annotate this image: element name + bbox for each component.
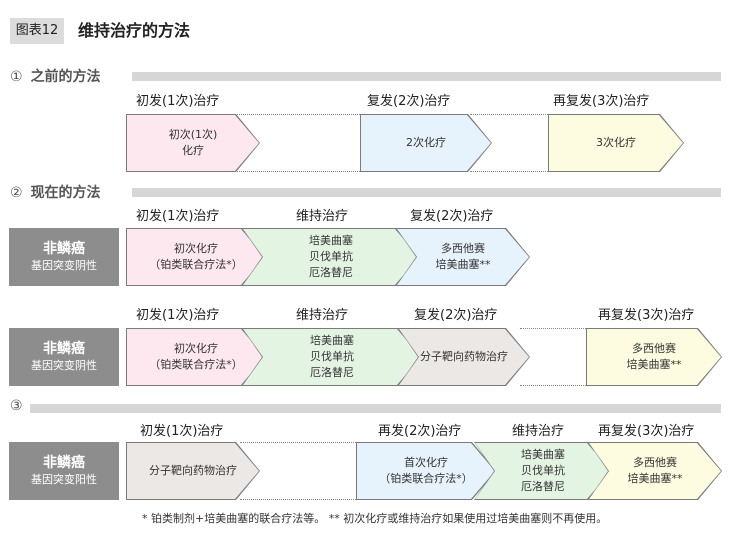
s2r2-side-label-main: 非鳞癌 — [43, 341, 85, 357]
section1-number: ① — [10, 69, 23, 85]
s2r2-phase-initial: 初发(1次)治疗 — [136, 308, 220, 323]
s2r1-box2-line1: 培美曲塞 — [309, 234, 353, 247]
s3-box-re-relapse: 多西他赛 培美曲塞** — [588, 442, 722, 500]
s3-box3-line2: 贝伐单抗 — [521, 464, 565, 477]
s3-box3-line3: 厄洛替尼 — [521, 480, 565, 493]
s2r2-box2-line3: 厄洛替尼 — [310, 366, 354, 379]
s2r2-side-label-sub: 基因突变阴性 — [31, 359, 97, 372]
s1-box-2nd-chemo: 2次化疗 — [360, 114, 492, 172]
s3-side-label: 非鳞癌 基因突变阳性 — [9, 442, 119, 500]
s2r2-box4-line1: 多西他赛 — [632, 342, 676, 355]
s2r2-box1-line1: 初次化疗 — [174, 342, 218, 355]
s2r2-box1-line2: （铂类联合疗法*） — [149, 358, 243, 371]
s1-box3-line1: 3次化疗 — [596, 136, 636, 149]
s2r1-box-maintenance: 培美曲塞 贝伐单抗 厄洛替尼 — [242, 228, 420, 286]
s3-phase-re-relapse: 再复发(3次)治疗 — [598, 424, 695, 439]
s1-dotted-connector-2 — [470, 114, 560, 172]
s3-box-targeted-therapy: 分子靶向药物治疗 — [126, 442, 260, 500]
figure-title: 维持治疗的方法 — [78, 21, 191, 40]
s2r2-box2-line2: 贝伐单抗 — [310, 350, 354, 363]
section2-bar — [132, 188, 721, 197]
section3-heading: ③ — [10, 398, 31, 414]
s1-box1-line1: 初次(1次) — [168, 128, 218, 141]
s2r1-box2-line3: 厄洛替尼 — [309, 266, 353, 279]
s2r1-box3-line1: 多西他赛 — [441, 242, 485, 255]
s3-phase-maintenance: 维持治疗 — [512, 424, 565, 439]
s2r2-box4-line2: 培美曲塞** — [626, 358, 682, 371]
s1-phase-initial: 初发(1次)治疗 — [136, 94, 220, 109]
s3-box2-line2: （铂类联合疗法*） — [379, 472, 473, 485]
section2-heading: ② 现在的方法 — [10, 182, 101, 202]
s2r1-box2-line2: 贝伐单抗 — [309, 250, 353, 263]
s2r2-phase-re-relapse: 再复发(3次)治疗 — [598, 308, 695, 323]
section1-heading: ① 之前的方法 — [10, 66, 101, 86]
s1-box2-line1: 2次化疗 — [406, 136, 446, 149]
figure-label: 图表12 — [10, 18, 64, 44]
s2r1-phase-maintenance: 维持治疗 — [296, 209, 349, 224]
s2r1-box-initial-chemo: 初次化疗 （铂类联合疗法*） — [126, 228, 266, 286]
s1-box1-line2: 化疗 — [182, 144, 204, 157]
s2r1-box1-line2: （铂类联合疗法*） — [149, 258, 243, 271]
s3-dotted-connector — [240, 442, 360, 500]
section1-title: 之前的方法 — [30, 69, 101, 85]
s1-phase-relapse: 复发(2次)治疗 — [367, 94, 451, 109]
s2r2-box2-line1: 培美曲塞 — [310, 334, 354, 347]
s2r1-side-label-sub: 基因突变阴性 — [31, 259, 97, 272]
s2r2-phase-maintenance: 维持治疗 — [296, 308, 349, 323]
s2r2-phase-relapse: 复发(2次)治疗 — [414, 308, 498, 323]
s3-side-label-main: 非鳞癌 — [43, 455, 85, 471]
s3-box-first-chemo: 首次化疗 （铂类联合疗法*） — [356, 442, 496, 500]
s2r2-box-maintenance: 培美曲塞 贝伐单抗 厄洛替尼 — [242, 328, 422, 386]
s2r2-box-re-relapse: 多西他赛 培美曲塞** — [586, 328, 722, 386]
s2r2-box3-line1: 分子靶向药物治疗 — [420, 350, 508, 363]
s2r1-phase-initial: 初发(1次)治疗 — [136, 209, 220, 224]
section1-bar — [132, 72, 721, 81]
s3-box3-line1: 培美曲塞 — [521, 448, 565, 461]
s1-box-initial-chemo: 初次(1次) 化疗 — [126, 114, 260, 172]
s2r1-box3-line2: 培美曲塞** — [435, 258, 491, 271]
s1-box-3rd-chemo: 3次化疗 — [548, 114, 684, 172]
s2r1-box-relapse: 多西他赛 培美曲塞** — [396, 228, 530, 286]
s2r2-side-label: 非鳞癌 基因突变阴性 — [9, 328, 119, 386]
s3-box-maintenance: 培美曲塞 贝伐单抗 厄洛替尼 — [474, 442, 612, 500]
s1-phase-re-relapse: 再复发(3次)治疗 — [553, 94, 650, 109]
s3-box4-line1: 多西他赛 — [633, 456, 677, 469]
s2r1-phase-relapse: 复发(2次)治疗 — [410, 209, 494, 224]
section2-number: ② — [10, 185, 23, 201]
s2r2-box-initial-chemo: 初次化疗 （铂类联合疗法*） — [126, 328, 266, 386]
s2r1-side-label-main: 非鳞癌 — [43, 241, 85, 257]
s2r2-dotted-connector — [520, 328, 600, 386]
s2r2-box-targeted-therapy: 分子靶向药物治疗 — [398, 328, 530, 386]
section3-number: ③ — [10, 398, 23, 414]
s1-dotted-connector-1 — [230, 114, 370, 172]
s3-box4-line2: 培美曲塞** — [627, 472, 683, 485]
section3-bar — [30, 404, 721, 413]
footnote: * 铂类制剂+培美曲塞的联合疗法等。 ** 初次化疗或维持治疗如果使用过培美曲塞… — [142, 512, 608, 525]
s3-phase-initial: 初发(1次)治疗 — [140, 424, 224, 439]
s3-box2-line1: 首次化疗 — [404, 456, 448, 469]
s3-side-label-sub: 基因突变阳性 — [31, 473, 97, 486]
s3-phase-relapse: 再发(2次)治疗 — [378, 424, 462, 439]
section2-title: 现在的方法 — [30, 185, 101, 201]
s2r1-side-label: 非鳞癌 基因突变阴性 — [9, 228, 119, 286]
s2r1-box1-line1: 初次化疗 — [174, 242, 218, 255]
s3-box1-line1: 分子靶向药物治疗 — [149, 464, 237, 477]
